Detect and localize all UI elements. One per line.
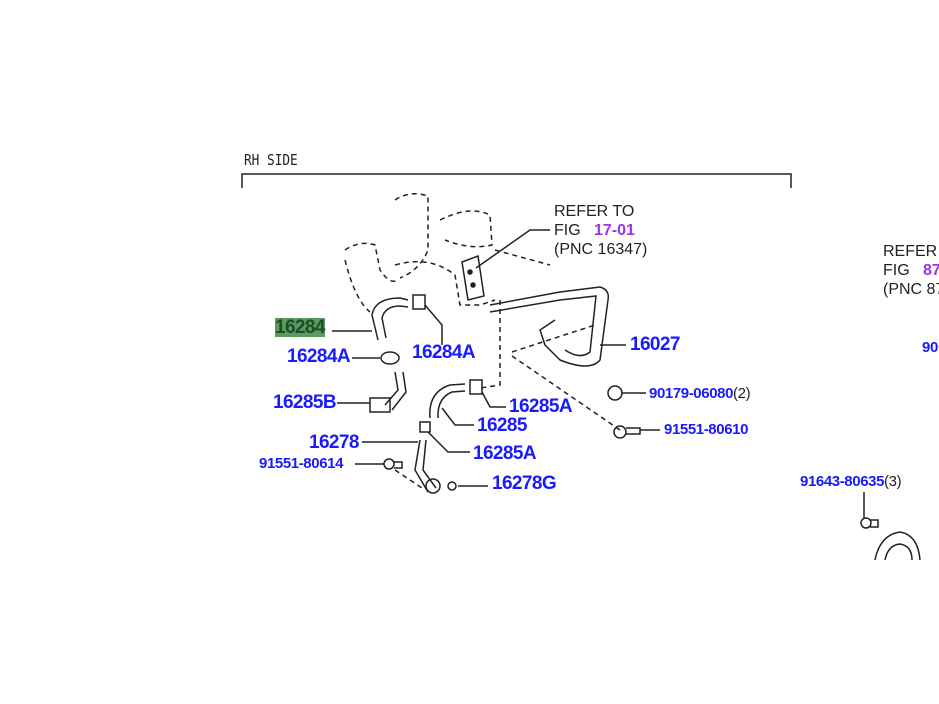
refer-text-2: REFER xyxy=(883,243,938,260)
refer-text: REFER TO xyxy=(554,203,635,220)
part-number[interactable]: 90179-06080 xyxy=(649,385,734,402)
part-link-91551-80610[interactable]: 91551-80610 xyxy=(664,421,749,438)
flange-plate xyxy=(461,254,485,301)
part-number[interactable]: 91643-80635 xyxy=(800,473,885,490)
part-link-16278G[interactable]: 16278G xyxy=(492,473,557,494)
part-link-91551-80614[interactable]: 91551-80614 xyxy=(259,455,344,472)
part-link-16285A[interactable]: 16285A xyxy=(509,396,573,417)
refer-fig-line: FIG 17-01 xyxy=(554,223,635,239)
refer-fig-line-2: FIG 87 xyxy=(883,263,939,279)
leader-16284A-right xyxy=(424,304,443,345)
nut-90179-06080 xyxy=(607,385,623,401)
fig-prefix: FIG xyxy=(883,262,910,279)
hose-16285 xyxy=(429,383,466,419)
hose-16285B xyxy=(369,371,407,413)
part-link-16285[interactable]: 16285 xyxy=(477,415,527,436)
gasket-16278G xyxy=(447,481,457,491)
clamp-16285A-top xyxy=(469,379,483,395)
fig-prefix: FIG xyxy=(554,222,581,239)
refer-pnc-2: (PNC 87 xyxy=(883,281,939,298)
engine-outline xyxy=(344,193,621,491)
part-link-16284A[interactable]: 16284A xyxy=(412,342,476,363)
clamp-16284A-bottom xyxy=(380,351,400,365)
part-link-16278[interactable]: 16278 xyxy=(309,432,359,453)
bolt-91551-80610 xyxy=(613,425,641,439)
part-link-16027[interactable]: 16027 xyxy=(630,334,680,355)
fig-link-17-01[interactable]: 17-01 xyxy=(594,222,635,239)
bolt-91643-80635 xyxy=(860,517,879,529)
part-link-91643-80635[interactable]: 91643-80635(3) xyxy=(800,473,902,490)
section-title: RH SIDE xyxy=(244,151,298,169)
fig-link-87[interactable]: 87 xyxy=(923,262,939,279)
leader-16285A-bottom xyxy=(427,431,470,453)
part-link-16285A[interactable]: 16285A xyxy=(473,443,537,464)
section-bracket xyxy=(241,173,792,188)
bracket-partial xyxy=(874,531,921,561)
leader-16285A-top xyxy=(481,391,506,408)
part-link-16284[interactable]: 16284 xyxy=(275,317,325,338)
quantity: (3) xyxy=(884,473,902,490)
part-link-16285B[interactable]: 16285B xyxy=(273,392,337,413)
quantity: (2) xyxy=(733,385,751,402)
part-link-16284A[interactable]: 16284A xyxy=(287,346,351,367)
part-link-clipped[interactable]: 90 xyxy=(922,339,938,356)
refer-pnc: (PNC 16347) xyxy=(554,241,648,258)
bolt-91551-80614 xyxy=(383,458,403,470)
pipe-16278 xyxy=(414,439,441,494)
hose-16284 xyxy=(371,297,409,341)
part-link-90179-06080[interactable]: 90179-06080(2) xyxy=(649,385,751,402)
clamp-16285A-bottom xyxy=(419,421,431,433)
clamp-16284A-top xyxy=(412,294,426,310)
pipe-16027 xyxy=(489,286,610,367)
leader-refer xyxy=(475,229,550,269)
leader-16285 xyxy=(441,407,474,426)
